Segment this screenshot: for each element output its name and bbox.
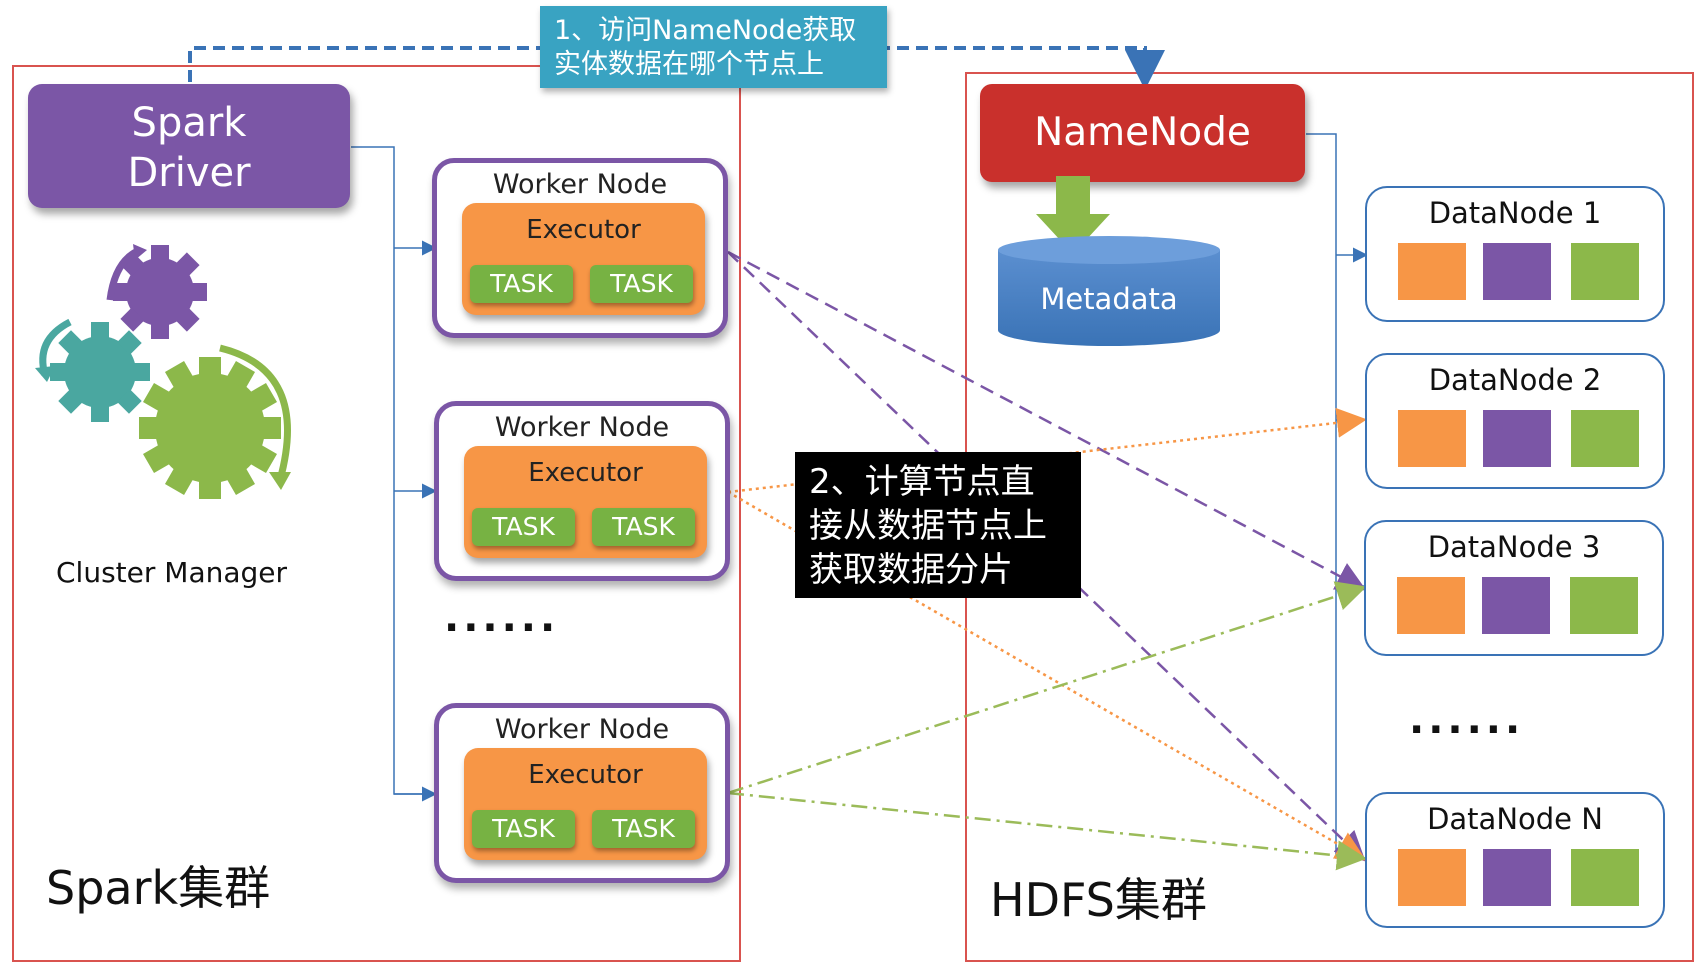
task-box: TASK [472,810,575,848]
worker1-to-datanode3-arrow [727,250,1367,591]
cluster-manager-label: Cluster Manager [56,556,288,589]
datanode-2: DataNode 2 [1365,353,1665,489]
worker-node-2: Worker Node Executor TASK TASK [434,401,730,581]
metadata-database-icon [998,236,1220,346]
namenode-to-datanodes-line [1306,133,1365,859]
spark-cluster-label: Spark集群 [46,861,271,915]
spark-driver-label-line2: Driver [127,150,251,196]
datanode-title: DataNode N [1427,802,1603,836]
step2-callout: 2、计算节点直 接从数据节点上 获取数据分片 [795,452,1081,598]
worker-node-title: Worker Node [494,412,670,443]
executor: Executor TASK TASK [462,203,705,315]
data-block-green [1570,577,1638,634]
step1-line2: 实体数据在哪个节点上 [554,49,824,80]
metadata-label: Metadata [1040,282,1178,316]
step2-line2: 接从数据节点上 [809,506,1047,546]
datanode-n: DataNode N [1365,792,1665,928]
worker1-to-datanodeN-arrow [727,251,1366,862]
task-box: TASK [470,265,573,303]
namenode-box: NameNode [980,84,1305,182]
step2-line1: 2、计算节点直 [809,462,1035,502]
green-gear-icon [139,357,281,499]
executor-title: Executor [528,458,643,488]
hdfs-cluster-label: HDFS集群 [990,873,1207,927]
worker3-to-datanode3-arrow [727,581,1367,795]
data-block-orange [1398,849,1466,906]
step2-line3: 获取数据分片 [809,550,1013,590]
datanode-title: DataNode 2 [1428,363,1602,397]
executor: Executor TASK TASK [464,446,707,558]
datanode-title: DataNode 3 [1427,530,1601,564]
purple-gear-icon [113,245,207,339]
teal-gear-icon [50,322,150,422]
datanode-1: DataNode 1 [1365,186,1665,322]
task-box: TASK [472,508,575,546]
datanode-ellipsis: ...... [1409,697,1525,743]
executor: Executor TASK TASK [464,748,707,860]
data-block-orange [1397,577,1465,634]
driver-to-workers-line [351,146,434,795]
spark-driver-box: Spark Driver [28,84,350,208]
data-block-green [1571,849,1639,906]
data-block-purple [1482,577,1550,634]
data-block-purple [1483,849,1551,906]
step1-line1: 1、访问NameNode获取 [554,15,857,46]
worker-node-title: Worker Node [492,169,668,200]
worker2-to-datanodeN-arrow [727,490,1367,861]
step1-callout: 1、访问NameNode获取 实体数据在哪个节点上 [540,6,887,88]
worker-node-title: Worker Node [494,714,670,745]
worker-ellipsis: ...... [444,595,560,641]
data-block-orange [1398,410,1466,467]
task-box: TASK [592,508,695,546]
data-block-orange [1398,243,1466,300]
data-block-purple [1483,410,1551,467]
spark-driver-label-line1: Spark [131,100,247,146]
task-box: TASK [590,265,693,303]
datanode-title: DataNode 1 [1428,196,1602,230]
gears-icon [35,244,291,499]
down-arrow-icon [1036,176,1110,254]
worker-node-3: Worker Node Executor TASK TASK [434,703,730,883]
worker-node-1: Worker Node Executor TASK TASK [432,158,728,338]
data-block-green [1571,243,1639,300]
executor-title: Executor [528,760,643,790]
spark-cluster-boundary [12,65,741,962]
executor-title: Executor [526,215,641,245]
datanode-3: DataNode 3 [1364,520,1664,656]
worker3-to-datanodeN-arrow [727,791,1367,871]
data-block-green [1571,410,1639,467]
task-box: TASK [592,810,695,848]
data-block-purple [1483,243,1551,300]
